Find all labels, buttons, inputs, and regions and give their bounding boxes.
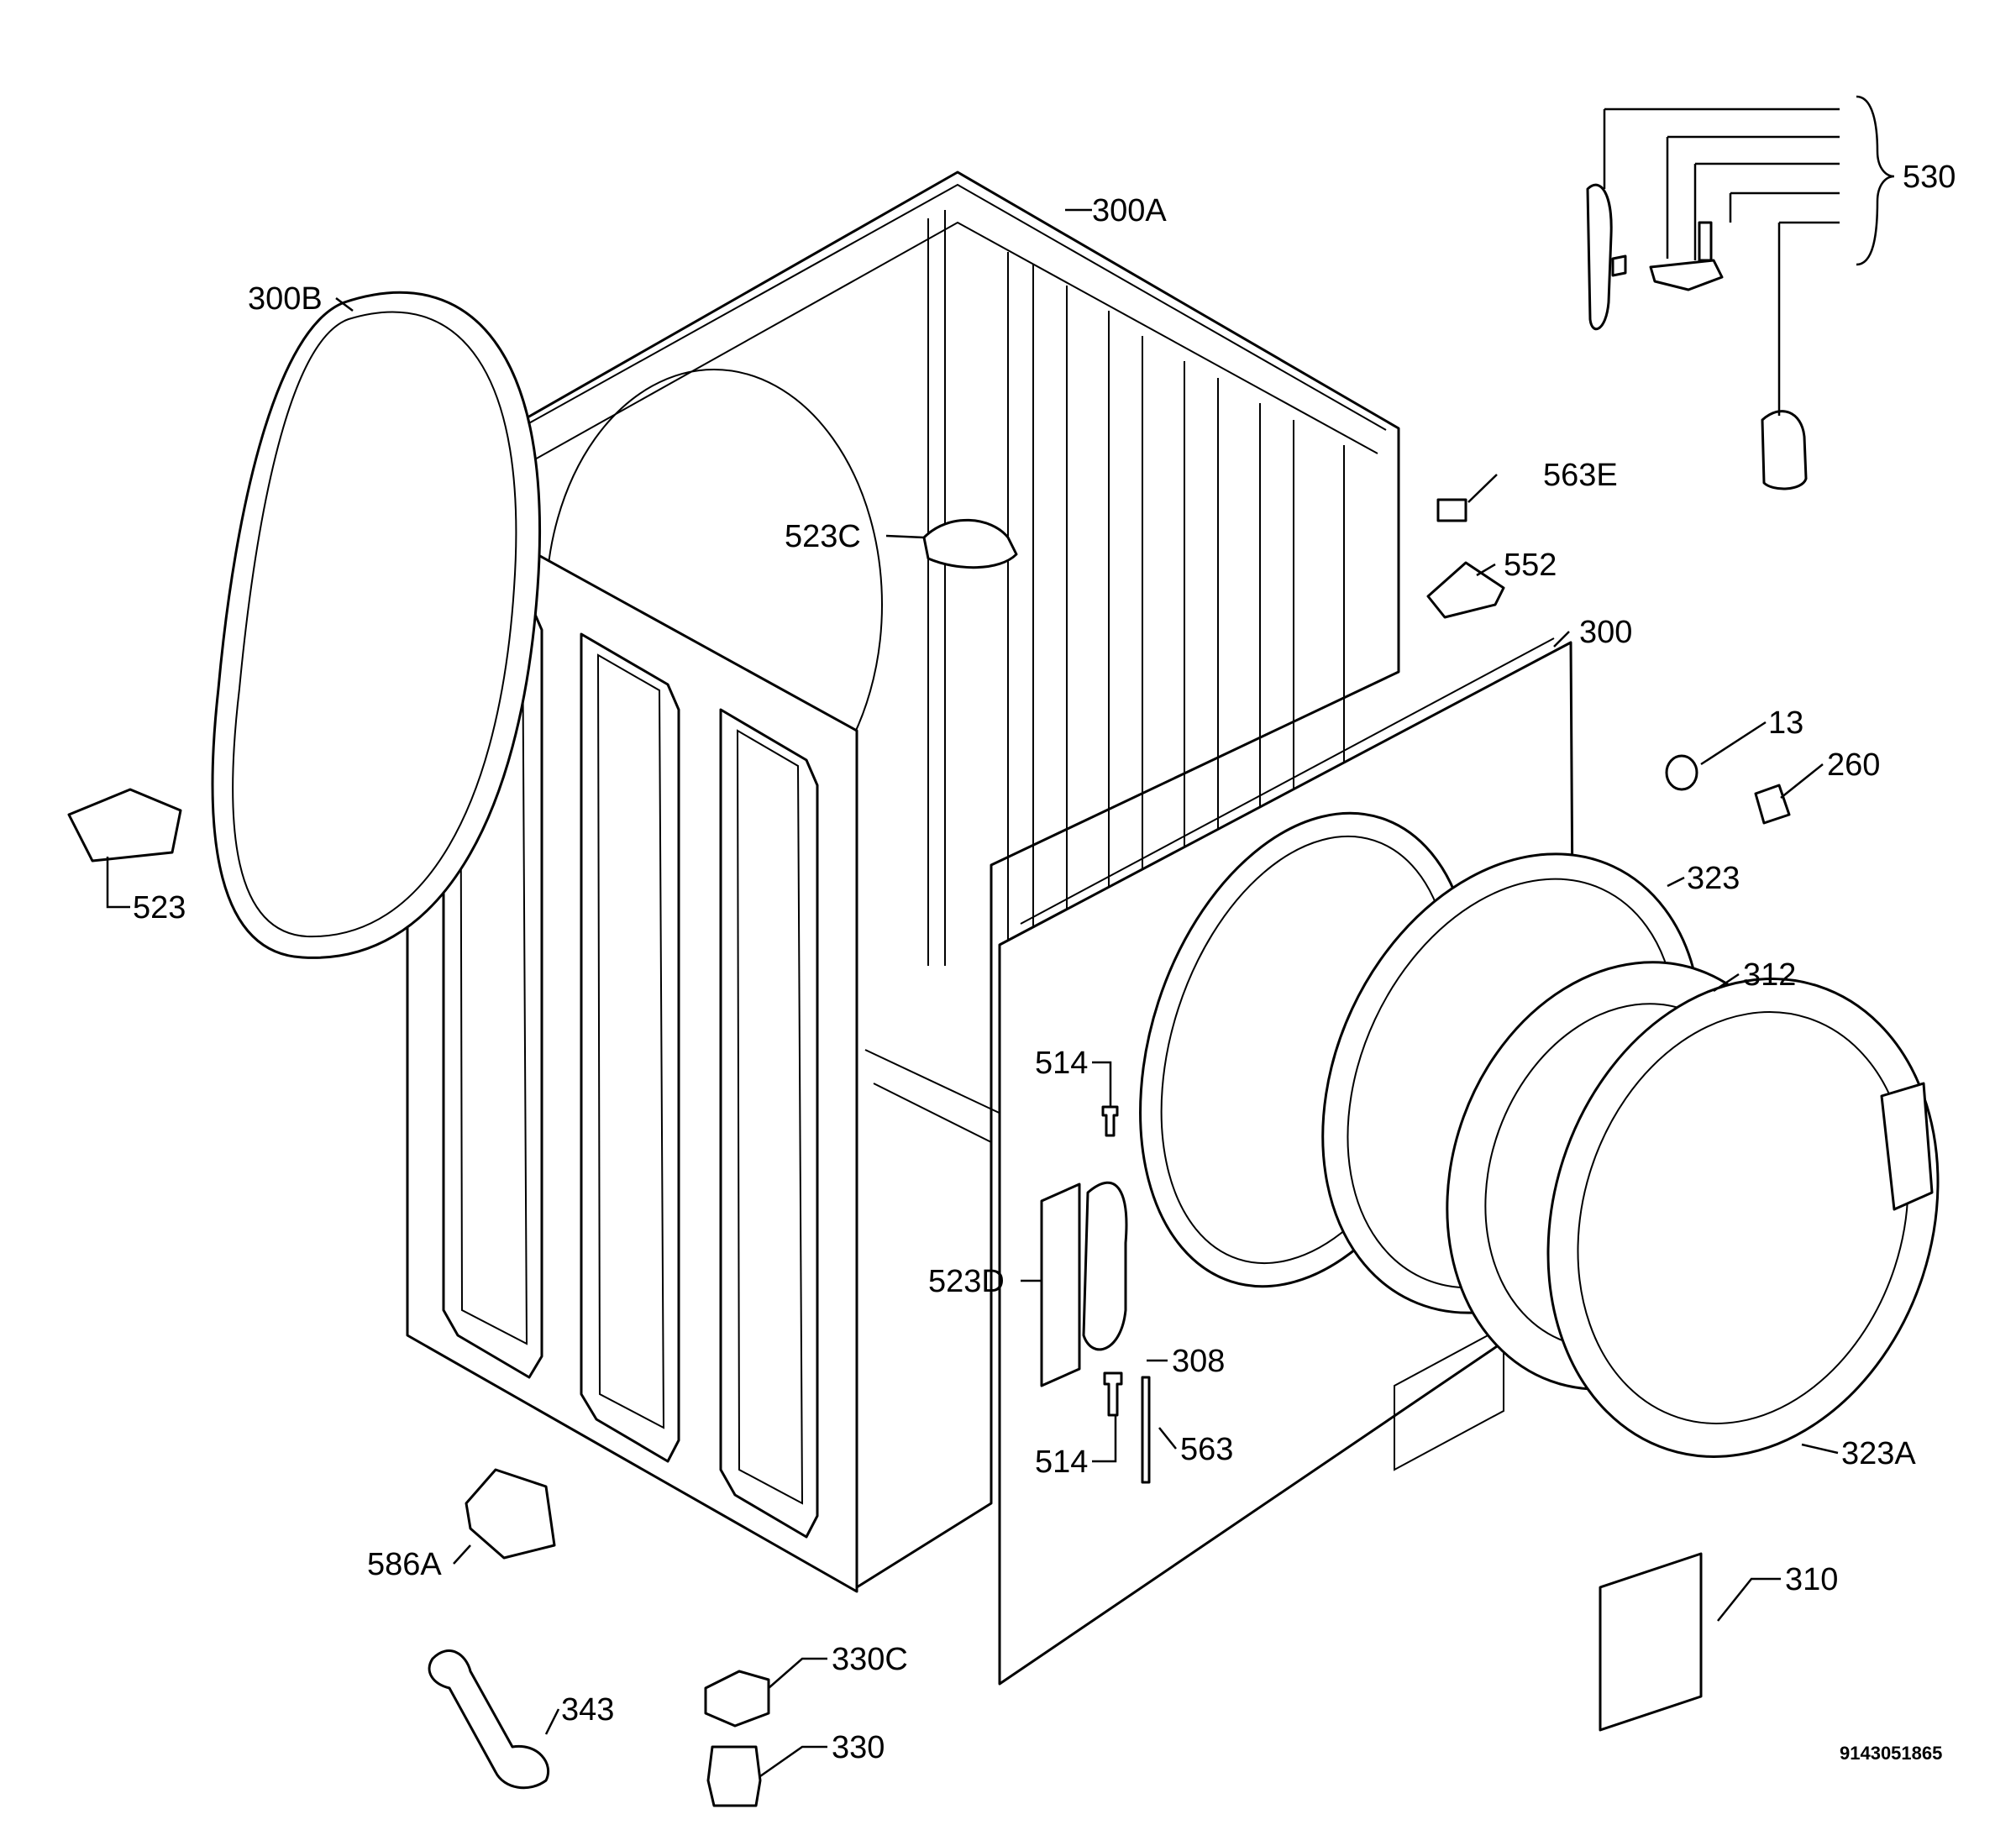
label-13: 13 <box>1768 705 1803 741</box>
wrench-343 <box>428 1649 550 1790</box>
foot-330C <box>704 1670 770 1728</box>
label-323: 323 <box>1687 861 1740 896</box>
label-563: 563 <box>1180 1432 1233 1467</box>
label-300A: 300A <box>1092 193 1167 228</box>
part-523 <box>67 788 182 863</box>
label-260: 260 <box>1827 747 1880 783</box>
bushing-13 <box>1665 754 1698 791</box>
label-300B: 300B <box>248 281 323 317</box>
part-labels: 300A 300B 530 563E 523C 552 300 13 260 5… <box>133 160 1956 1765</box>
handle-parts-530 <box>1586 183 1808 490</box>
label-300: 300 <box>1579 615 1632 650</box>
foot-330 <box>706 1745 762 1807</box>
label-523: 523 <box>133 890 186 925</box>
hinge-308 <box>1082 1181 1128 1351</box>
rod-563 <box>1141 1376 1151 1484</box>
pin-514-top <box>1101 1105 1119 1137</box>
label-586A: 586A <box>367 1547 442 1582</box>
spring-260 <box>1754 784 1791 825</box>
outer-door-frame-323A <box>1546 978 1940 1458</box>
label-523D: 523D <box>928 1264 1005 1299</box>
label-312: 312 <box>1743 957 1796 993</box>
reference-number: 9143051865 <box>1840 1743 1942 1764</box>
leader-lines <box>106 95 1895 1778</box>
cover-310 <box>1599 1552 1703 1732</box>
part-552 <box>1426 561 1505 619</box>
label-330C: 330C <box>832 1642 908 1677</box>
label-514-top: 514 <box>1035 1046 1088 1081</box>
label-530: 530 <box>1903 160 1956 195</box>
label-343: 343 <box>561 1692 614 1728</box>
label-308: 308 <box>1172 1344 1225 1379</box>
part-586A <box>465 1468 556 1560</box>
pin-514-bottom <box>1103 1371 1123 1417</box>
label-310: 310 <box>1785 1562 1838 1597</box>
part-563E <box>1436 498 1467 522</box>
label-552: 552 <box>1504 548 1557 583</box>
side-panel <box>406 481 858 1593</box>
label-523C: 523C <box>785 519 861 554</box>
label-323A: 323A <box>1841 1436 1916 1471</box>
label-563E: 563E <box>1543 458 1618 493</box>
label-330: 330 <box>832 1730 885 1765</box>
rear-gasket-300B <box>211 291 542 959</box>
part-523C <box>922 518 1018 569</box>
door-hinge-523D <box>1040 1182 1081 1387</box>
label-514-bottom: 514 <box>1035 1445 1088 1480</box>
